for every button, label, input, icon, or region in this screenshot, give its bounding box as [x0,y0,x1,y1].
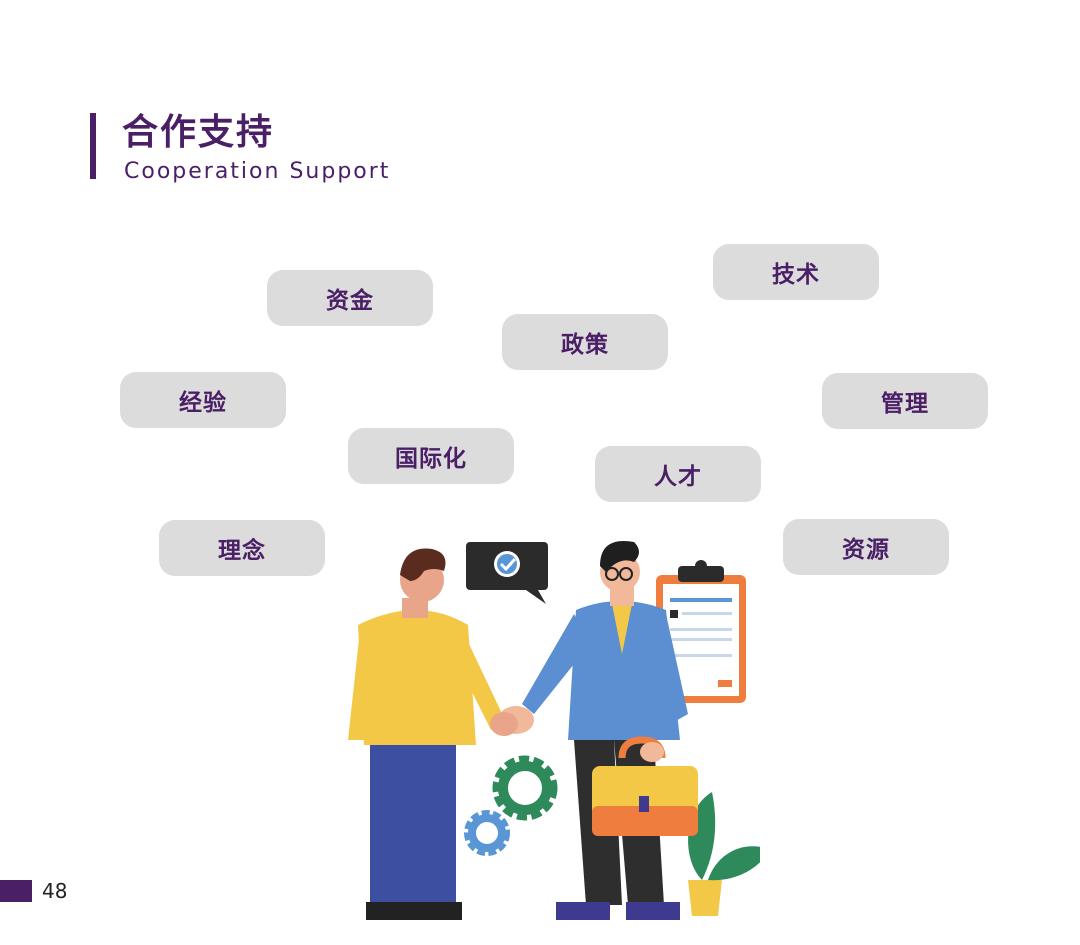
left-person [348,548,505,920]
clipboard-icon [656,560,746,703]
keyword-resources: 资源 [783,519,949,575]
handshake [490,706,534,736]
briefcase-icon [592,736,698,836]
keyword-policy: 政策 [502,314,668,370]
keyword-funding: 资金 [267,270,433,326]
page-title: 合作支持 [122,112,275,153]
plant-icon [688,792,760,916]
keyword-talent: 人才 [595,446,761,502]
title-accent-bar [90,113,96,179]
keyword-management: 管理 [822,373,988,429]
page-number-marker [0,880,32,902]
handshake-illustration [348,541,760,920]
gear-icon [464,755,558,856]
checkmark-icon [466,542,548,604]
keyword-internationalization: 国际化 [348,428,514,484]
keyword-philosophy: 理念 [159,520,325,576]
page-subtitle: Cooperation Support [124,159,391,184]
page-number: 48 [42,879,68,903]
keyword-technology: 技术 [713,244,879,300]
keyword-experience: 经验 [120,372,286,428]
